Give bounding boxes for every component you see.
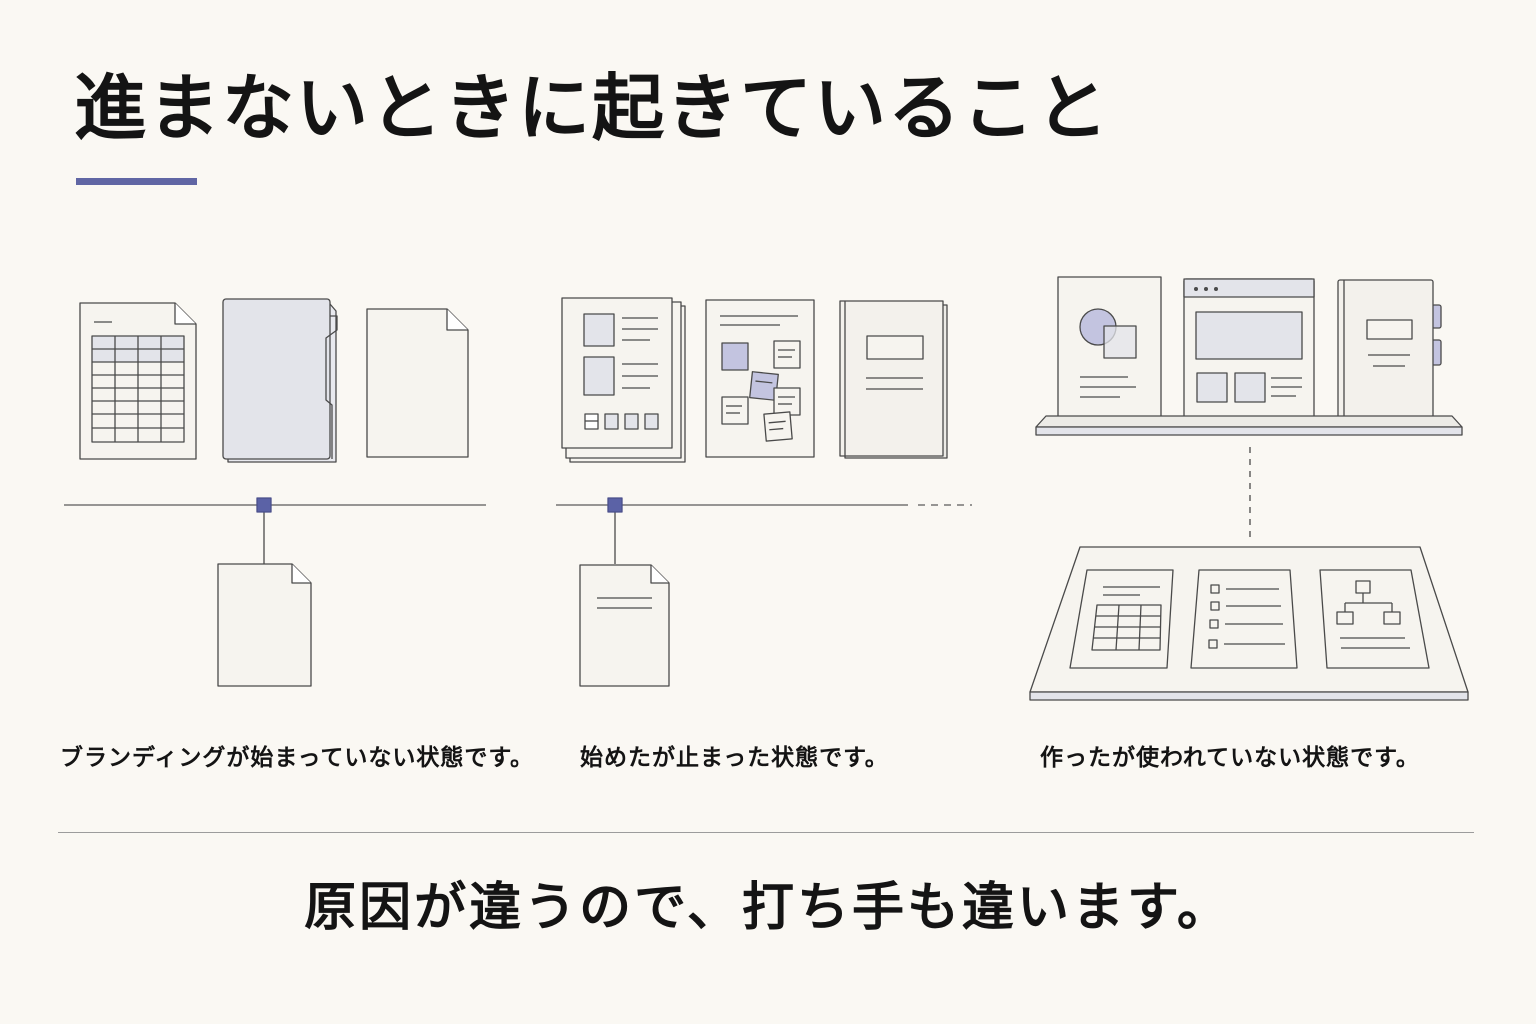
closed-notebook-icon <box>839 300 948 459</box>
caption-not-started: ブランディングが始まっていない状態です。 <box>60 745 535 771</box>
timeline-1 <box>64 497 486 564</box>
tabbed-binder-icon <box>1337 279 1442 421</box>
checklist-sheet-icon <box>1190 569 1298 669</box>
table-sheet-icon <box>1069 569 1174 669</box>
flowchart-sheet-icon <box>1319 569 1430 669</box>
sticky-notes-board-icon <box>705 299 815 458</box>
title-underline <box>76 178 197 185</box>
text-doc-on-timeline-icon <box>579 564 670 687</box>
blank-doc-on-timeline-icon <box>217 563 312 687</box>
file-folder-icon <box>222 298 338 463</box>
spreadsheet-doc-icon <box>79 302 197 460</box>
page-title: 進まないときに起きていること <box>74 66 1111 150</box>
timeline-2 <box>556 497 972 564</box>
layout-doc-stack-icon <box>561 297 686 463</box>
shelf-icon <box>1035 415 1463 436</box>
blank-doc-icon <box>366 308 469 458</box>
caption-stalled: 始めたが止まった状態です。 <box>580 745 889 771</box>
browser-window-icon <box>1183 278 1315 421</box>
section-divider <box>58 832 1474 833</box>
conclusion-text: 原因が違うので、打ち手も違います。 <box>304 878 1232 938</box>
poster-icon <box>1057 276 1162 421</box>
caption-unused: 作ったが使われていない状態です。 <box>1040 745 1420 771</box>
